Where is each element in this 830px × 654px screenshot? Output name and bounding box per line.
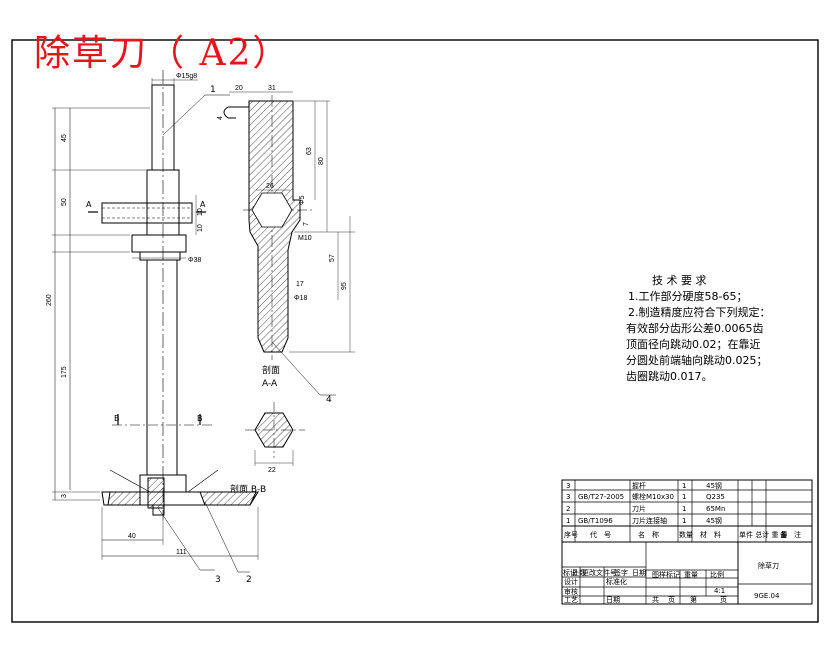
bom-header-name: 名 称 (638, 530, 659, 539)
dim-m10: M10 (298, 235, 312, 242)
dim-175: 175 (61, 366, 68, 378)
tb-sheets-4: 页 (720, 596, 727, 604)
section-aa-view (223, 91, 355, 396)
outer-frame (11, 39, 819, 623)
tb-drawing-no: 9GE.04 (754, 592, 780, 600)
tb-scale: 比例 (710, 570, 724, 579)
tech-line-2: 2.制造精度应符合下列规定： (628, 305, 771, 319)
bom-row1-no: 3 (566, 482, 570, 490)
bom-header-qty: 数量 (679, 530, 693, 539)
dim-31: 31 (268, 85, 276, 92)
section-bb-view (245, 402, 305, 466)
mark-b-left: B (114, 414, 120, 423)
title-block (561, 541, 813, 605)
balloon-4: 4 (326, 395, 332, 405)
tb-design: 设计 (564, 577, 578, 586)
dim-50: 50 (61, 198, 68, 206)
title-banner: 除草刀（ A2） (34, 33, 291, 74)
bom-row2-code: GB/T27-2005 (578, 493, 624, 501)
bom-header-code: 代 号 (590, 530, 611, 539)
section-bb-label: 剖面 B-B (230, 483, 266, 495)
bom-row3-no: 2 (566, 505, 570, 513)
tb-scale-value: 4:1 (714, 587, 725, 595)
tech-heading: 技 术 要 求 (652, 274, 707, 287)
dim-57: 57 (329, 254, 336, 262)
mark-b-right: B (197, 414, 203, 423)
section-aa-label-2: A-A (262, 379, 278, 389)
tech-line-5: 分圆处前端轴向跳动0.025； (626, 353, 768, 367)
bom-row4-code: GB/T1096 (578, 517, 613, 525)
bom-header-remark: 备 注 (780, 530, 801, 539)
dim-phi18: Φ18 (294, 295, 307, 302)
bom-row2-qty: 1 (682, 493, 686, 501)
tb-stage: 图样标记 (652, 570, 680, 579)
dim-45: 45 (61, 134, 68, 142)
dim-d-shaft: Φ15g8 (176, 73, 197, 80)
dim-22: 22 (268, 467, 276, 474)
bom-row2-name: 螺栓M10x30 (632, 492, 674, 501)
bom-table (561, 479, 813, 543)
bom-row1-qty: 1 (682, 482, 686, 490)
tb-sheets-3: 第 (690, 595, 697, 604)
dim-80: 80 (318, 157, 325, 165)
bom-row3-name: 刀片 (632, 504, 646, 513)
balloon-1: 1 (210, 85, 216, 95)
dim-26: 26 (266, 183, 274, 190)
tech-line-1: 1.工作部分硬度58-65； (628, 289, 747, 303)
dim-d38: Φ38 (188, 257, 201, 264)
bom-header-material: 材 料 (700, 530, 721, 539)
bom-header-no: 序号 (564, 530, 578, 539)
dim-40: 40 (128, 533, 136, 540)
dim-v10b: 10 (197, 224, 204, 232)
balloon-2: 2 (246, 575, 252, 585)
tb-mark: 标记 (563, 568, 577, 577)
balloon-3: 3 (215, 575, 221, 585)
bom-row4-no: 1 (566, 517, 570, 525)
tb-sign: 签字 (614, 568, 628, 577)
bom-row2-no: 3 (566, 493, 570, 501)
dim-17: 17 (296, 281, 304, 288)
tb-date: 日期 (632, 569, 646, 577)
bom-row2-mat: Q235 (706, 493, 725, 501)
section-aa-label-1: 剖面 (262, 364, 280, 376)
tb-change-doc: 更改文件号 (582, 568, 617, 577)
bom-row3-qty: 1 (682, 505, 686, 513)
dim-3: 3 (61, 494, 68, 498)
bom-row4-name: 刀片连接轴 (632, 516, 667, 525)
tb-standard: 标准化 (606, 577, 627, 586)
bom-row1-mat: 45钢 (706, 481, 722, 490)
tech-line-4: 顶面径向跳动0.02；在靠近 (626, 337, 761, 351)
tb-review: 审核 (564, 587, 578, 596)
bom-row3-mat: 65Mn (706, 505, 725, 513)
dim-111: 111 (176, 549, 187, 556)
tech-line-3: 有效部分齿形公差0.0065齿 (626, 321, 764, 335)
dim-20: 20 (235, 85, 243, 92)
dim-95: 95 (341, 282, 348, 290)
dim-v4: 4 (217, 116, 224, 120)
tb-weight: 重量 (684, 571, 698, 579)
tb-count: 处数 (572, 568, 586, 577)
tb-process-date: 日期 (606, 596, 620, 604)
dim-7: 7 (303, 222, 310, 226)
dim-v10: 10 (197, 208, 204, 216)
tb-process: 工艺 (564, 596, 578, 604)
assembly-view (52, 70, 259, 573)
bom-row1-name: 握杆 (632, 481, 646, 490)
tb-sheets-2: 页 (668, 596, 675, 604)
mark-a-left: A (86, 200, 92, 209)
tb-part-name: 除草刀 (758, 561, 779, 570)
bom-row4-mat: 45钢 (706, 516, 722, 525)
dim-d15: Φ5 (299, 195, 306, 205)
mark-a-right: A (200, 200, 206, 209)
dim-260: 260 (46, 294, 53, 306)
tb-sheets-1: 共 (652, 595, 659, 604)
bom-header-weight: 单件 总计 重 量 (739, 530, 788, 539)
dim-63: 63 (306, 147, 313, 155)
tech-line-6: 齿圈跳动0.017。 (626, 369, 713, 383)
bom-row4-qty: 1 (682, 517, 686, 525)
